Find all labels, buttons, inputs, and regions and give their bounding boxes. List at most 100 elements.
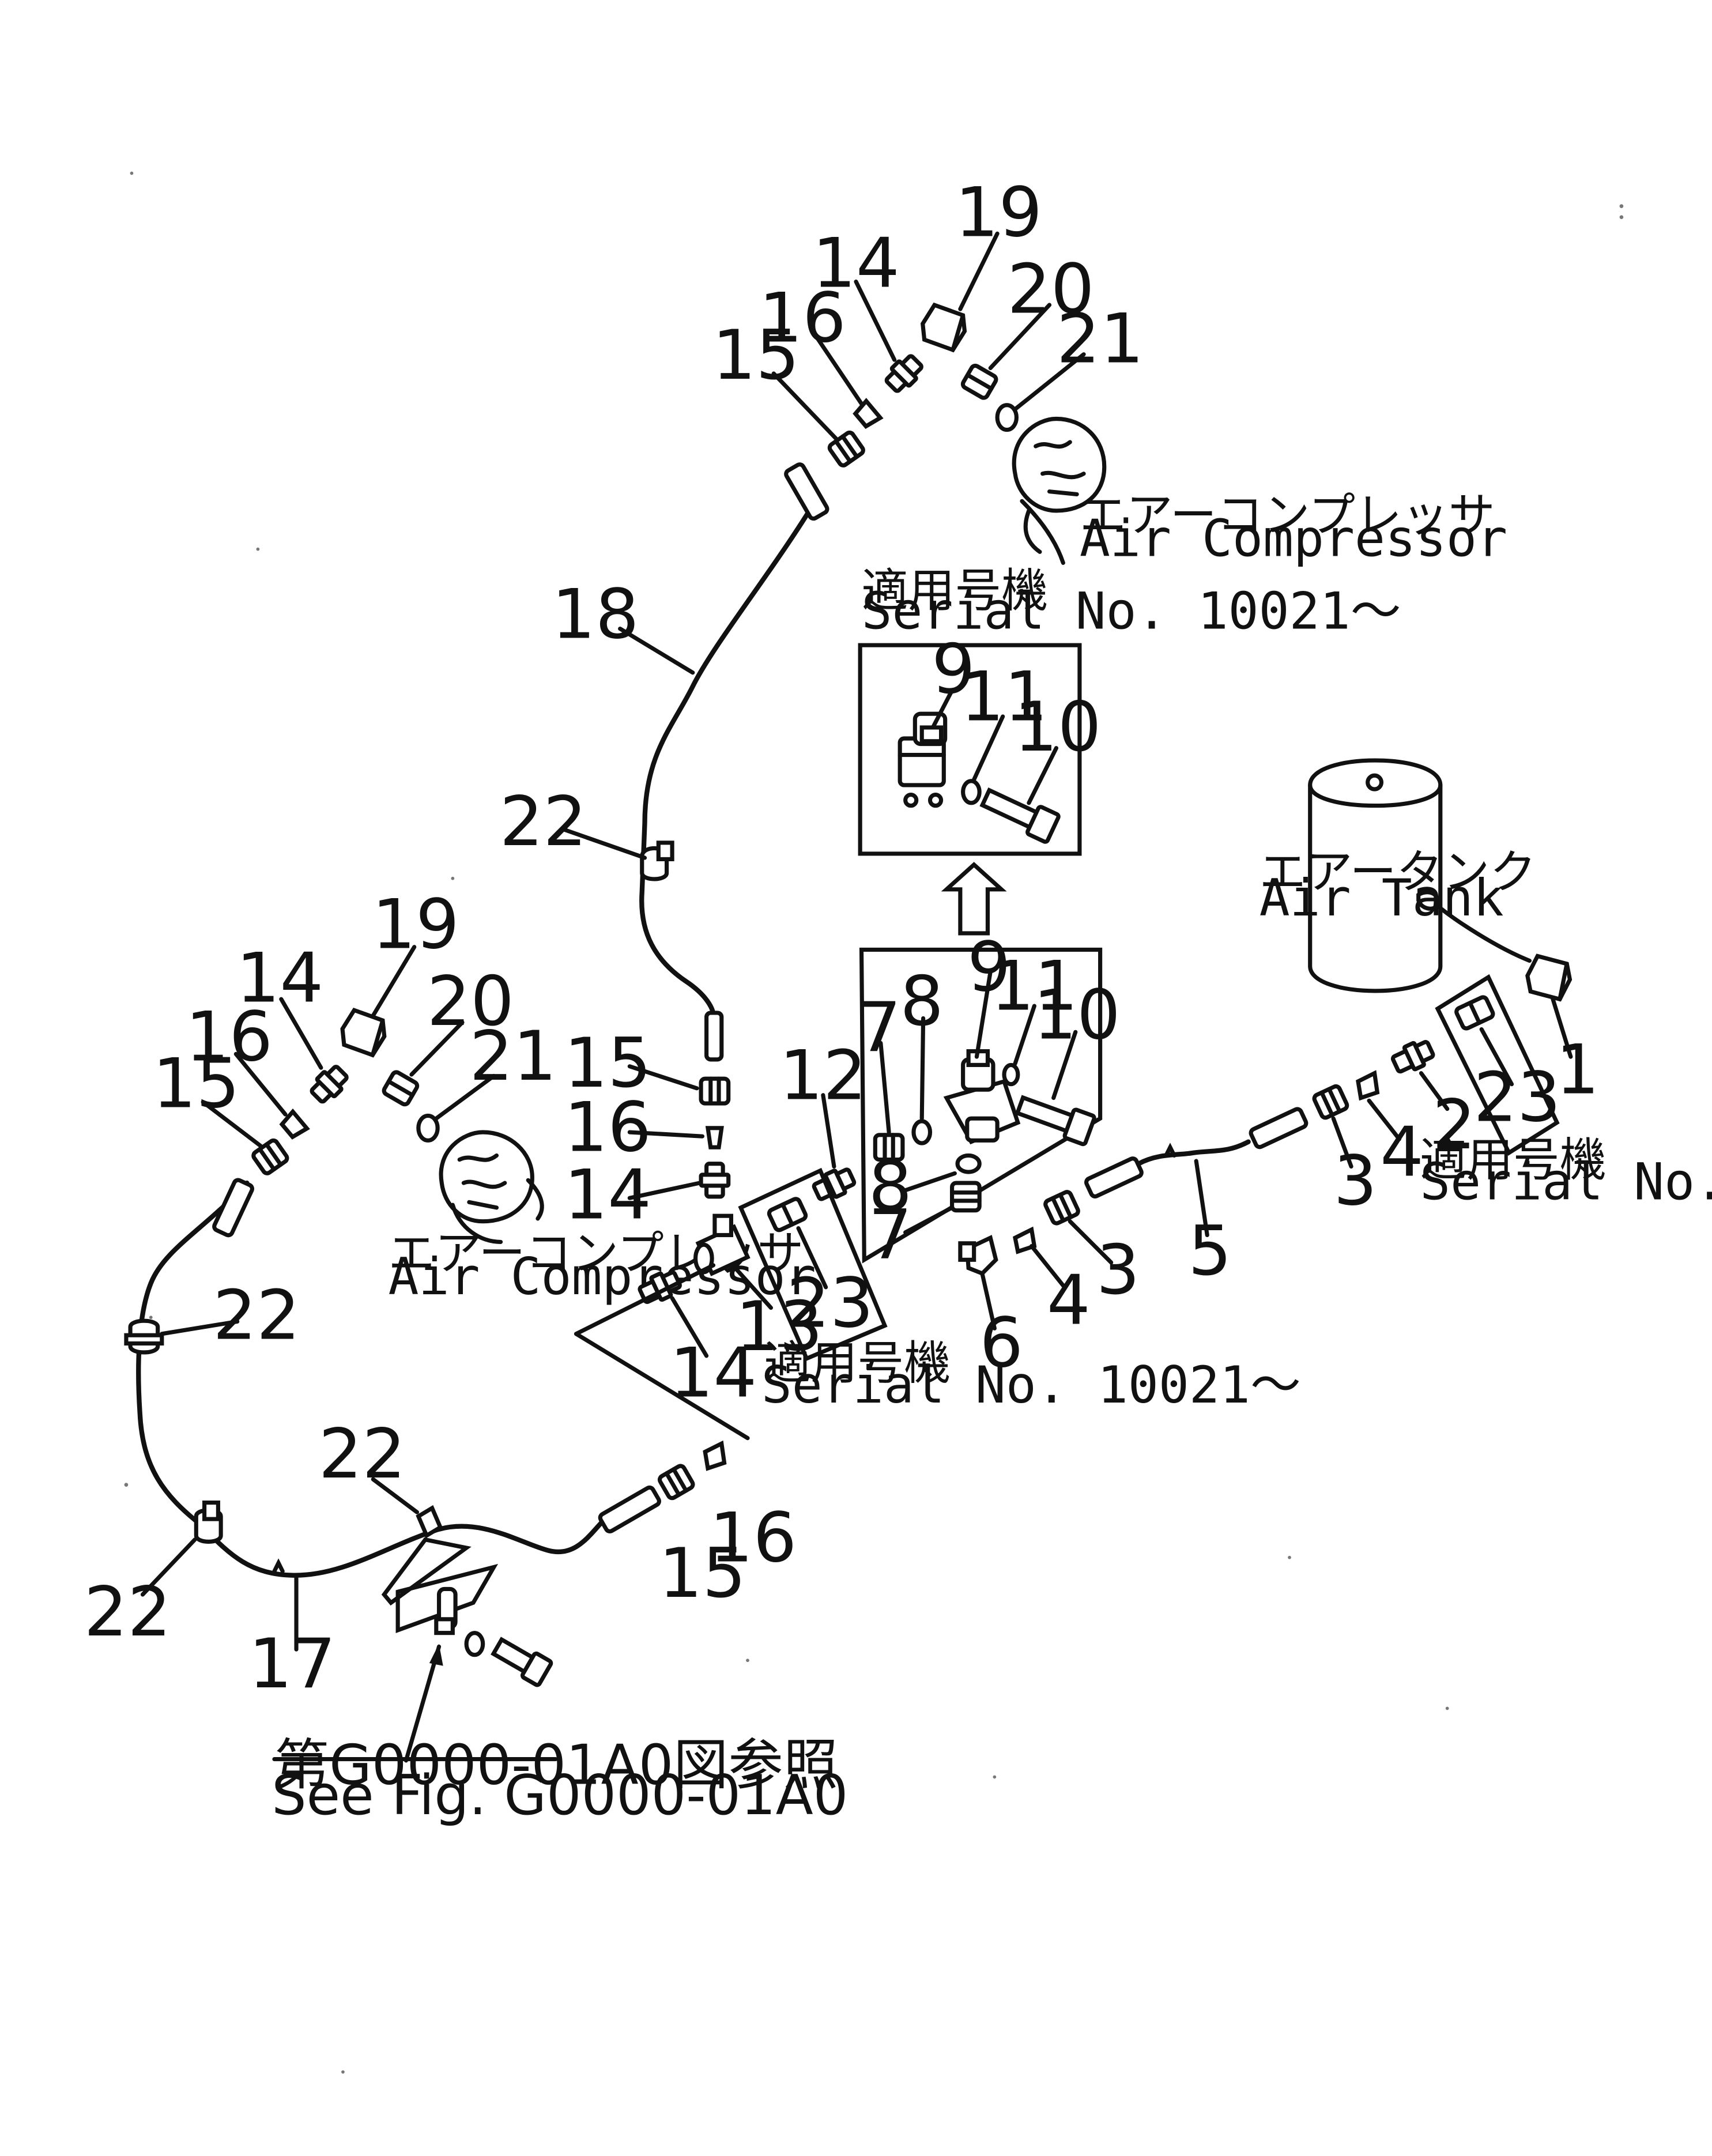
nut-15-lower	[657, 1464, 695, 1501]
callout-10: 10	[1033, 976, 1120, 1056]
sleeve-16-center	[705, 1126, 724, 1149]
serial-right-en: Serial No. 10021～	[1420, 1152, 1712, 1212]
callout-8-top: 8	[900, 962, 944, 1042]
elbow-19-left	[340, 1007, 387, 1058]
callout-7-top: 7	[858, 988, 902, 1068]
callout-7-lower: 7	[869, 1195, 912, 1275]
hose-sleeve-18-lower	[704, 1011, 724, 1062]
callout-14-upper: 14	[812, 224, 899, 303]
callout-9: 9	[967, 928, 1011, 1007]
callout-18: 18	[552, 575, 639, 655]
air-compressor-upper-en: Air Compressor	[1080, 508, 1507, 568]
nut-3-left	[1043, 1190, 1080, 1226]
air-tank	[1308, 758, 1443, 993]
callout-10-new: 10	[1014, 688, 1101, 767]
callout-14-lower: 14	[670, 1334, 757, 1414]
callout-5: 5	[1188, 1212, 1232, 1291]
connector-2	[1390, 1040, 1435, 1074]
serial-center-en: Serial No. 10021～	[761, 1355, 1301, 1415]
callout-4-right: 4	[1380, 1113, 1424, 1193]
sleeve-4-right	[1356, 1070, 1380, 1101]
callout-22-bracket: 22	[319, 1415, 406, 1494]
hose-18	[639, 508, 812, 1018]
elbow-19-upper	[921, 302, 967, 353]
hose-sleeve-5-left	[1084, 1156, 1144, 1198]
scan-specks	[124, 171, 1624, 2074]
valve-9	[943, 1049, 1021, 1145]
callout-8-lower: 8	[869, 1147, 912, 1227]
callout-13: 13	[736, 1287, 823, 1367]
connector-14-center-horizontal	[638, 1270, 682, 1304]
callout-20-left: 20	[427, 962, 514, 1042]
callout-19-left: 19	[372, 885, 459, 964]
callout-15-left: 15	[153, 1045, 240, 1124]
bolt-bracket	[491, 1637, 553, 1687]
o-ring-21-left	[416, 1113, 440, 1143]
callout-22-mid: 22	[213, 1276, 300, 1356]
valve-9-new	[898, 711, 948, 808]
sleeve-16-left	[279, 1108, 310, 1140]
callout-19-upper: 19	[955, 173, 1042, 252]
callout-12: 12	[779, 1036, 866, 1115]
serial-top-jp: 適用号機	[862, 564, 1049, 619]
o-ring-8-lower	[955, 1153, 982, 1174]
tank-line: 適用号機 Serial No. 10021～ エアータンク Air Tank	[958, 758, 1712, 1330]
bolt-10-new	[979, 787, 1061, 844]
connector-12	[812, 1167, 857, 1201]
callout-15-upper: 15	[712, 316, 800, 395]
serial-box-right	[1435, 974, 1560, 1156]
connector-23-right	[1454, 995, 1495, 1031]
washer-bracket	[464, 1631, 485, 1657]
sleeve-16-upper	[853, 398, 884, 429]
callout-11: 11	[991, 947, 1078, 1027]
callout-23-center: 23	[786, 1264, 873, 1343]
serial-right-jp: 適用号機	[1420, 1133, 1607, 1188]
bolt-10	[1015, 1095, 1096, 1147]
upper-compressor-branch: エアーコンプレッサ Air Compressor	[560, 231, 1507, 1062]
serial-top-en: Serial No. 10021～	[862, 582, 1401, 641]
callout-14-left: 14	[236, 938, 323, 1018]
see-fig-en: See Fig. G0000-01A0	[271, 1764, 848, 1827]
nut-15-center	[699, 1076, 731, 1106]
air-compressor-upper-jp: エアーコンプレッサ	[1080, 489, 1495, 543]
hose-sleeve-17-left	[212, 1178, 255, 1238]
air-compressor-left	[439, 1130, 544, 1244]
hose-sleeve-17-right	[598, 1485, 661, 1534]
air-tank-jp: エアータンク	[1260, 845, 1537, 899]
connector-14-upper	[884, 354, 923, 393]
callout-2: 2	[1432, 1085, 1476, 1165]
callout-16-lower: 16	[710, 1498, 797, 1578]
sleeve-16-lower	[703, 1440, 727, 1471]
o-ring-11	[1002, 1062, 1020, 1087]
elbow-6	[958, 1235, 998, 1276]
connector-23-center	[767, 1197, 808, 1232]
hose-sleeve-upper	[784, 462, 829, 521]
nut-3-right	[1312, 1084, 1349, 1120]
clamp-22-upper	[640, 840, 674, 881]
callout-1: 1	[1556, 1031, 1600, 1110]
valve-box-original	[859, 947, 1103, 1264]
callout-21-upper: 21	[1057, 299, 1144, 379]
hose-5	[1136, 1139, 1251, 1166]
tee-assembly: 適用号機 Serial No. 10021～	[574, 1064, 1301, 1501]
serial-center-jp: 適用号機	[764, 1336, 951, 1390]
clamp-22-left	[194, 1500, 223, 1544]
callout-numbers: 19 14 16 15 20 21 18 22 9 11 10 9 8 7 11…	[84, 173, 1600, 1704]
nut-15-left	[251, 1138, 289, 1175]
adapter-20-upper	[960, 363, 998, 400]
air-compressor-upper	[1012, 416, 1107, 565]
callout-16-left: 16	[186, 998, 273, 1077]
callout-9-new: 9	[932, 630, 975, 710]
callout-22-left: 22	[84, 1573, 171, 1652]
valve-box-new: 適用号機 Serial No. 10021～	[858, 564, 1401, 936]
adapter-20-left	[382, 1070, 420, 1107]
callout-23-right: 23	[1473, 1058, 1560, 1137]
nut-7-top	[873, 1133, 905, 1162]
callout-4-left: 4	[1047, 1261, 1091, 1341]
callout-15-center: 15	[564, 1024, 651, 1103]
callout-21-left: 21	[469, 1017, 556, 1096]
callout-3-left: 3	[1096, 1231, 1140, 1310]
callout-11-new: 11	[960, 657, 1047, 737]
clamp-22-bracket	[381, 1505, 499, 1635]
